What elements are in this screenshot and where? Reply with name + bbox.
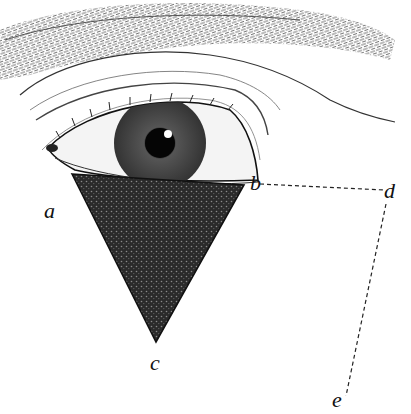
point-label: a (44, 200, 55, 222)
point-label: c (150, 352, 160, 374)
point-label: d (384, 180, 395, 202)
point-label: b (250, 172, 261, 194)
point-label: e (332, 389, 342, 411)
